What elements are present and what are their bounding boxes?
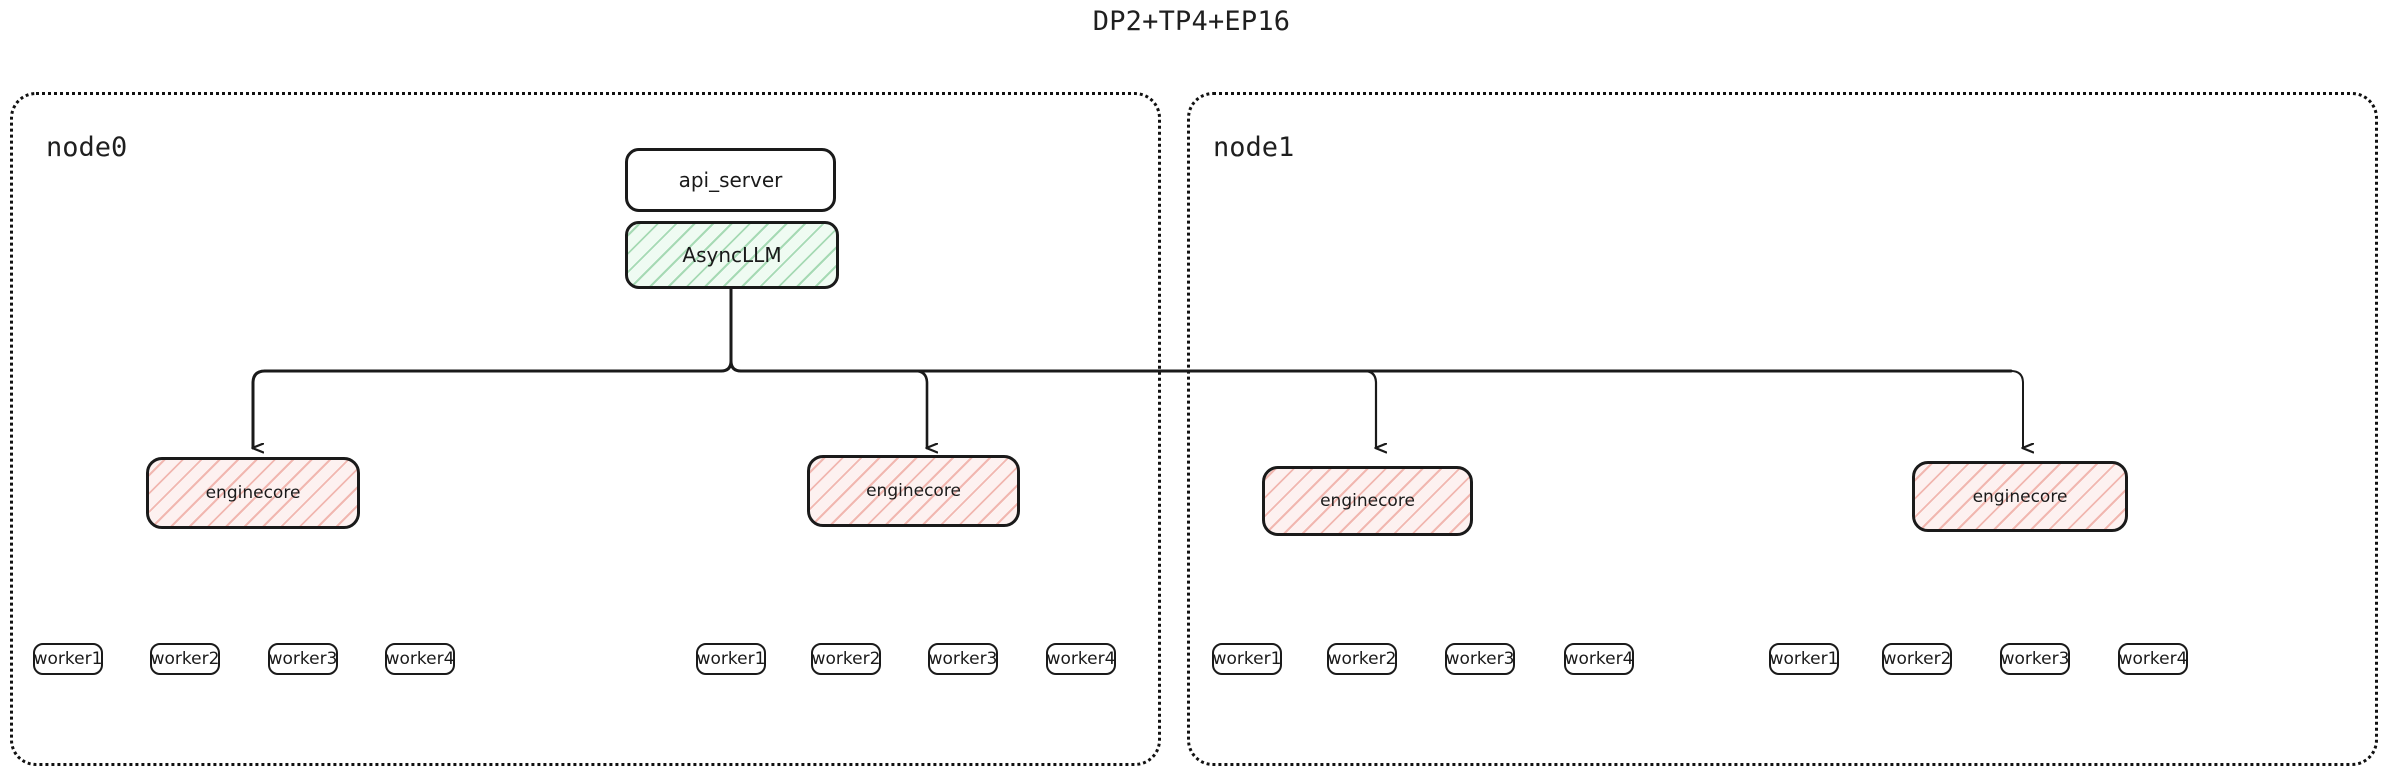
worker-box[interactable]: worker3	[268, 643, 338, 675]
worker-box[interactable]: worker1	[1212, 643, 1282, 675]
worker-box[interactable]: worker4	[1564, 643, 1634, 675]
worker-box[interactable]: worker4	[385, 643, 455, 675]
async-llm-box[interactable]: AsyncLLM	[625, 221, 839, 289]
enginecore-box[interactable]: enginecore	[1262, 466, 1473, 536]
enginecore-box[interactable]: enginecore	[146, 457, 360, 529]
worker-box[interactable]: worker3	[2000, 643, 2070, 675]
worker-box[interactable]: worker1	[33, 643, 103, 675]
node-group-label-node0: node0	[46, 132, 128, 163]
worker-box[interactable]: worker1	[696, 643, 766, 675]
worker-box[interactable]: worker2	[811, 643, 881, 675]
worker-box[interactable]: worker2	[150, 643, 220, 675]
worker-box[interactable]: worker4	[1046, 643, 1116, 675]
enginecore-box[interactable]: enginecore	[807, 455, 1020, 527]
worker-box[interactable]: worker4	[2118, 643, 2188, 675]
node-group-node0	[10, 92, 1161, 766]
node-group-label-node1: node1	[1213, 132, 1295, 163]
page-title: DP2+TP4+EP16	[1092, 6, 1291, 37]
node-group-node1	[1187, 92, 2378, 766]
worker-box[interactable]: worker2	[1327, 643, 1397, 675]
worker-box[interactable]: worker1	[1769, 643, 1839, 675]
worker-box[interactable]: worker2	[1882, 643, 1952, 675]
worker-box[interactable]: worker3	[1445, 643, 1515, 675]
api-server-box[interactable]: api_server	[625, 148, 836, 212]
enginecore-box[interactable]: enginecore	[1912, 461, 2128, 532]
worker-box[interactable]: worker3	[928, 643, 998, 675]
